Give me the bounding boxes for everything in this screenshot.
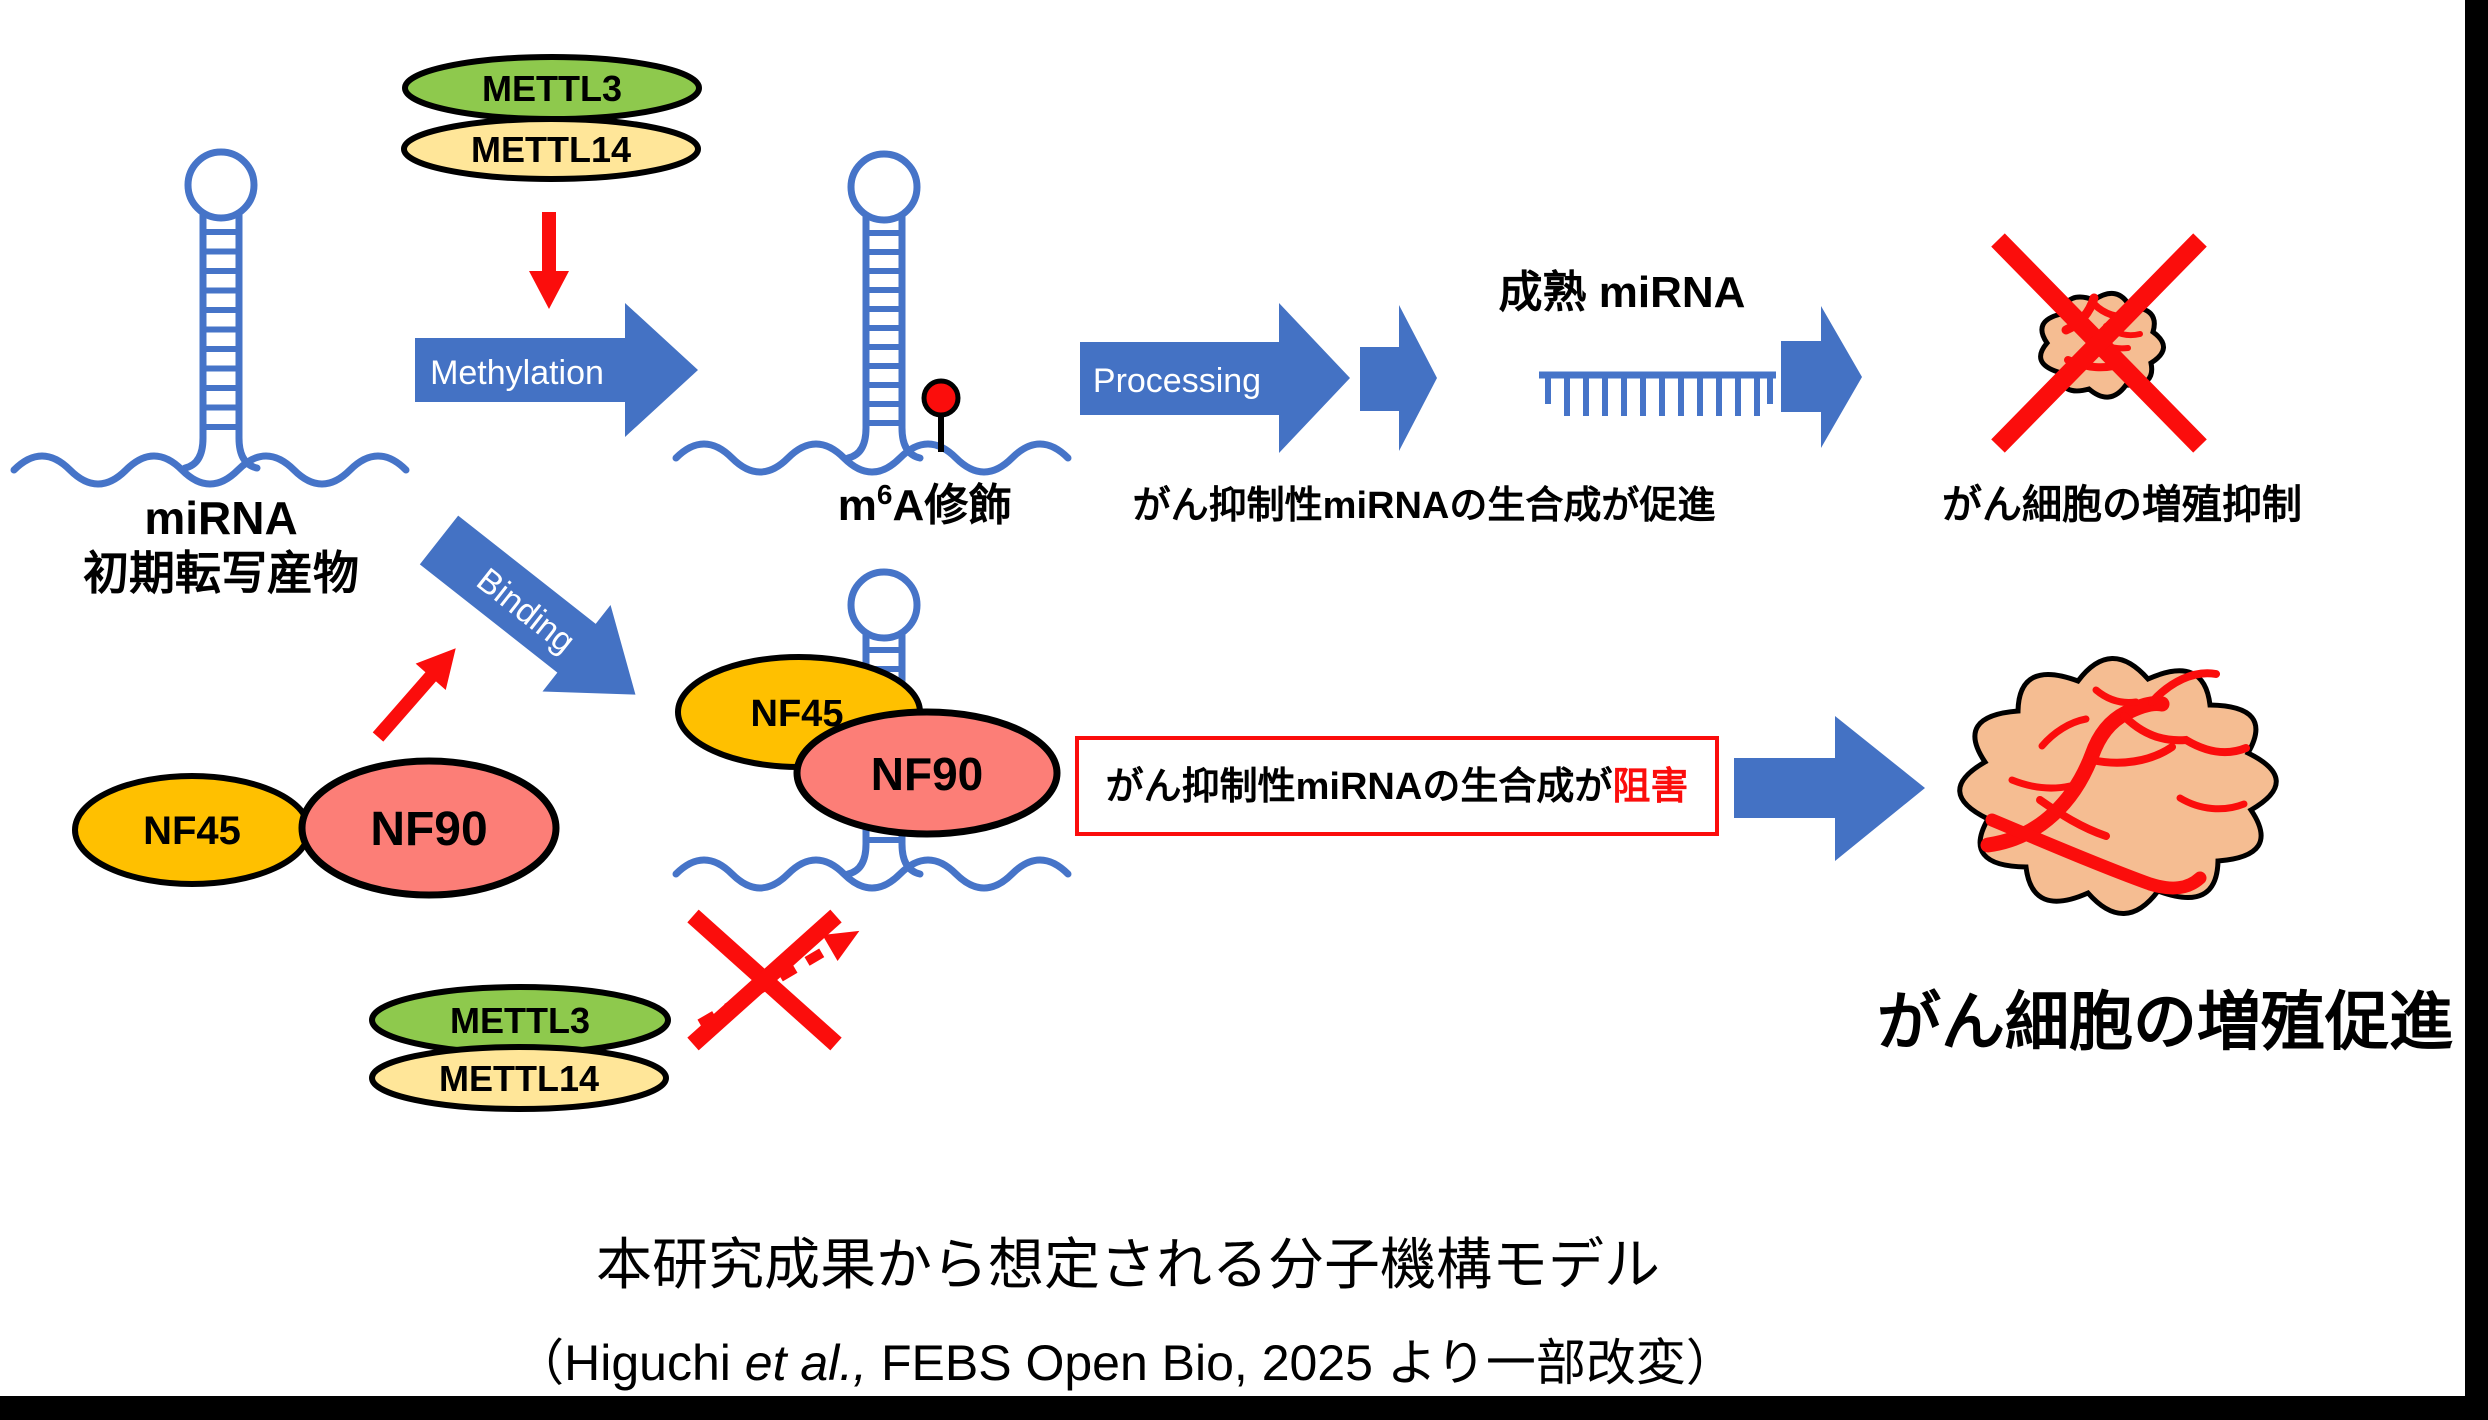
right-frame-bar — [2465, 0, 2488, 1420]
nf90-ellipse — [298, 757, 560, 899]
pri-mirna-hairpin — [10, 148, 410, 488]
m6a-mirna-basepairs — [863, 230, 905, 426]
mature-mirna-result-arrow — [1781, 306, 1862, 448]
caption-line2: （Higuchi et al., FEBS Open Bio, 2025 より一… — [514, 1335, 1736, 1391]
bound-mirna-loop — [847, 568, 921, 642]
mettl14-bottom-ellipse — [369, 1044, 669, 1112]
mettl-complex-bottom: METTL3 METTL14 — [369, 984, 671, 1112]
m6a-mirna-loop — [847, 150, 921, 224]
mettl14-bottom-label: METTL14 — [439, 1058, 599, 1099]
red-cross-icon-bottom — [687, 909, 842, 1051]
mettl14-ellipse — [401, 116, 701, 182]
processing-arrow-label: Processing — [1093, 362, 1261, 400]
m6a-mirna-stem-left — [844, 211, 870, 462]
m6a-mark-ball — [921, 378, 961, 418]
nf-complex-free: NF45 NF90 — [72, 757, 560, 899]
methylation-arrow: Methylation — [415, 303, 698, 437]
pri-mirna-basepairs — [200, 229, 242, 430]
bound-mirna-stem-left — [844, 629, 870, 878]
pri-mirna-label-line1: miRNA — [144, 492, 297, 544]
mature-mirna-duplex-icon — [1539, 371, 1776, 416]
bound-nf90-label: NF90 — [871, 748, 983, 800]
inhibit-box-text: がん抑制性miRNAの生合成が阻害 — [1106, 766, 1689, 808]
pri-mirna-stem-left — [181, 209, 207, 472]
processing-arrow: Processing — [1080, 303, 1350, 453]
pri-mirna-tail-strand — [10, 452, 410, 488]
nf-complex-bound: NF45 NF90 — [675, 654, 1061, 838]
growth-promotion-label: がん細胞の増殖促進 — [1877, 986, 2453, 1058]
mature-mirna-label: 成熟 miRNA — [1499, 268, 1746, 317]
growing-cancer-cell-vessels — [1980, 669, 2250, 895]
growing-cancer-cell — [1957, 656, 2279, 916]
mettl-action-arrow — [529, 212, 569, 309]
nf-complex-action-arrow — [372, 648, 456, 742]
bound-nf45-label: NF45 — [751, 693, 844, 735]
mettl3-label: METTL3 — [482, 68, 622, 109]
inhibit-box-border — [1075, 736, 1719, 836]
mettl14-label: METTL14 — [471, 129, 631, 170]
mettl-complex-top: METTL3 METTL14 — [401, 54, 702, 182]
promote-biogenesis-text: がん抑制性miRNAの生合成が促進 — [1133, 485, 1716, 527]
pri-mirna-loop — [184, 148, 258, 222]
nf45-label: NF45 — [143, 809, 241, 853]
blocked-arrow-head — [822, 930, 860, 961]
growth-suppression-label: がん細胞の増殖抑制 — [1942, 483, 2302, 527]
bound-nf90-ellipse — [793, 708, 1061, 838]
inhibit-box: がん抑制性miRNAの生合成が阻害 — [1075, 736, 1719, 836]
methylation-arrow-shape — [415, 303, 698, 437]
m6a-label: m6A修飾 — [838, 479, 1012, 530]
m6a-mirna-stem-right — [898, 211, 924, 462]
m6a-mirna-hairpin — [672, 150, 1072, 476]
nf90-label: NF90 — [370, 803, 487, 856]
methylation-arrow-label: Methylation — [430, 354, 604, 392]
binding-arrow: Binding — [419, 515, 636, 695]
pri-mirna-label-line2: 初期転写産物 — [83, 547, 359, 599]
red-cross-icon-top — [1991, 233, 2207, 453]
bottom-frame-bar — [0, 1396, 2488, 1420]
caption-line1: 本研究成果から想定される分子機構モデル — [596, 1233, 1660, 1296]
pri-mirna-stem-right — [235, 209, 261, 472]
inhibit-result-arrow — [1734, 716, 1925, 861]
bound-mirna-tail-strand — [672, 856, 1072, 892]
m6a-mirna-tail-strand — [672, 440, 1072, 476]
binding-arrow-shape — [419, 515, 636, 695]
mettl3-bottom-label: METTL3 — [450, 1000, 590, 1041]
processing-arrow-shape — [1080, 303, 1350, 453]
m6a-mark-icon — [921, 378, 961, 452]
bound-mirna-stem-right — [898, 629, 924, 878]
processing-followup-arrow — [1360, 305, 1437, 451]
